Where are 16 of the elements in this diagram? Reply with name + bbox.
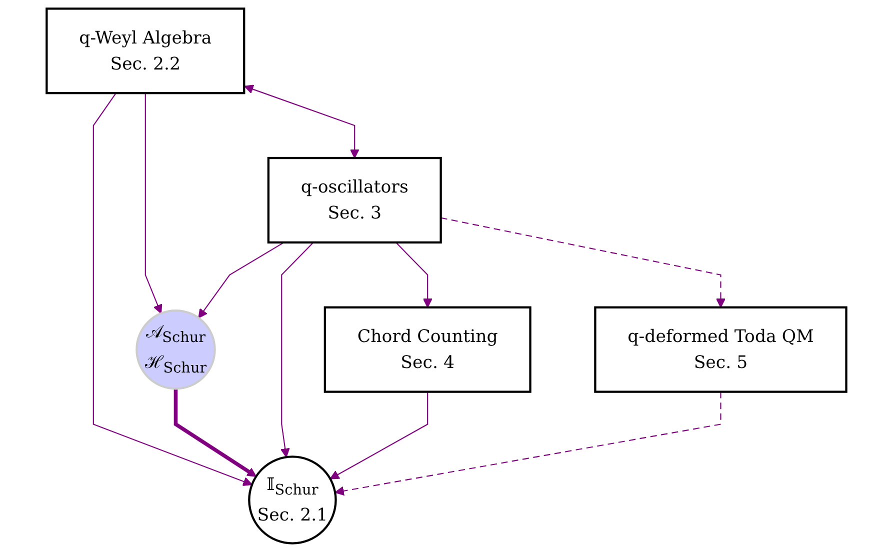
arrow <box>396 242 432 308</box>
arrow <box>144 93 162 314</box>
node-circle: 𝕀$_{Schur}$ Sec. 2.1 <box>248 456 337 544</box>
node-box: q-deformed Toda QM Sec. 5 <box>594 306 848 393</box>
arrow <box>330 392 428 480</box>
node-box: q-Weyl Algebra Sec. 2.2 <box>46 8 246 94</box>
node-box: Chord Counting Sec. 4 <box>324 306 532 393</box>
arrow <box>440 217 726 308</box>
arrow <box>92 92 252 486</box>
arrow <box>174 388 257 477</box>
arrow <box>198 242 284 318</box>
arrow <box>280 242 314 458</box>
arrow <box>334 392 722 496</box>
arrow <box>244 84 360 158</box>
node-circle: 𝒜$_{Schur}$ ℋ$_{Schur}$ <box>136 309 216 390</box>
node-box: q-oscillators Sec. 3 <box>267 156 442 244</box>
